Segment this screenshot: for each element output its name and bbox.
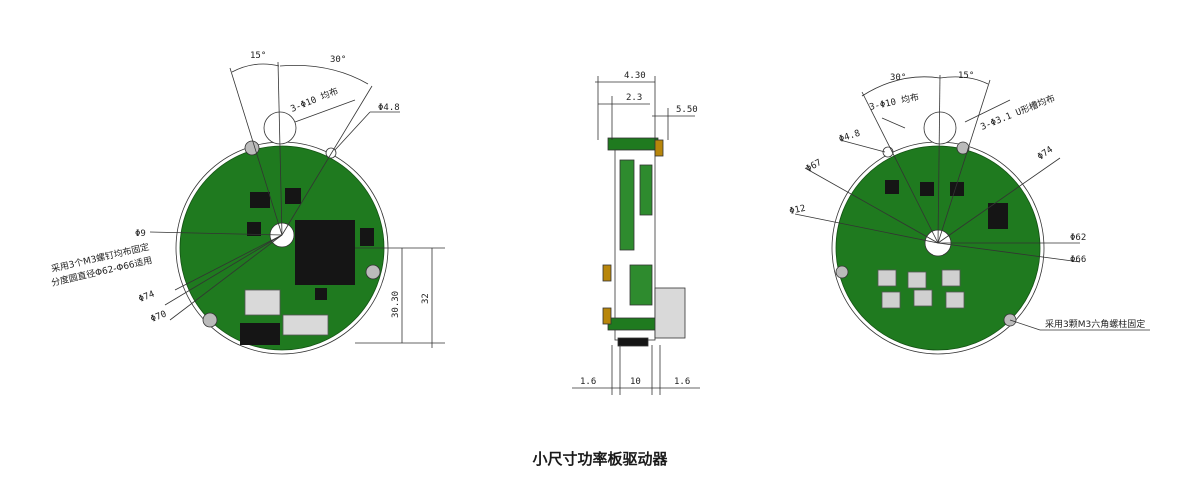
- side-view: [572, 76, 700, 395]
- front-connector: [244, 289, 281, 316]
- back-pad-2: [907, 271, 927, 289]
- back-ic-2: [920, 182, 934, 196]
- front-height-30: 30.30: [391, 291, 401, 318]
- front-d-70: Φ70: [149, 309, 168, 324]
- front-screw-3: [202, 312, 218, 328]
- side-bottom-left: 1.6: [580, 377, 596, 387]
- side-component-c: [629, 264, 653, 306]
- front-screw-2: [365, 264, 381, 280]
- front-ic-2: [285, 188, 301, 204]
- back-slot-note: 3-Φ3.1 U形槽均布: [979, 92, 1057, 133]
- front-screw-1: [244, 140, 260, 156]
- back-d-66: Φ66: [1070, 255, 1086, 265]
- back-pad-3: [941, 269, 961, 287]
- back-slot-1: [956, 141, 970, 155]
- front-small-hole: [325, 147, 337, 159]
- front-d-small: Φ4.8: [378, 103, 400, 113]
- front-ic-4: [360, 228, 374, 246]
- side-bottom-right: 1.6: [674, 377, 690, 387]
- side-component-b: [639, 164, 653, 216]
- front-angle-15: 15°: [250, 51, 266, 61]
- front-connector-2: [282, 314, 329, 336]
- back-pad-4: [881, 291, 901, 309]
- front-ic-5: [315, 288, 327, 300]
- back-angle-15: 15°: [958, 71, 974, 81]
- side-standoff-3: [654, 139, 664, 157]
- back-d-62: Φ62: [1070, 233, 1086, 243]
- side-width-top: 4.30: [624, 71, 646, 81]
- back-notch-hole: [923, 111, 957, 145]
- front-ic-3: [247, 222, 261, 236]
- side-standoff-2: [602, 264, 612, 282]
- front-d-center: Φ9: [135, 229, 146, 239]
- side-standoff-1: [602, 307, 612, 325]
- front-angle-30: 30°: [330, 55, 346, 65]
- back-ic-3: [950, 182, 964, 196]
- back-angle-30: 30°: [890, 73, 906, 83]
- back-ic-1: [885, 180, 899, 194]
- back-mosfet: [988, 203, 1008, 229]
- back-d-74: Φ74: [1036, 145, 1055, 163]
- front-ic-1: [250, 192, 270, 208]
- technical-drawing: 15° 30° 3-Φ10 均布 Φ4.8 Φ9 采用3个M3螺钉均布固定 分度…: [50, 51, 1150, 395]
- front-main-chip: [295, 220, 355, 285]
- side-connector: [654, 287, 686, 339]
- side-labels: 4.30 2.3 5.50 1.6 10 1.6: [580, 71, 698, 387]
- side-width-mid: 2.3: [626, 93, 642, 103]
- back-d-67: Φ67: [805, 158, 824, 175]
- back-pad-5: [913, 289, 933, 307]
- back-hole-note: 3-Φ10 均布: [868, 91, 920, 113]
- side-bottom-board: [607, 317, 659, 331]
- back-pad-1: [877, 269, 897, 287]
- side-bottom-mid: 10: [630, 377, 641, 387]
- side-component-a: [619, 159, 635, 251]
- side-base: [617, 337, 649, 347]
- front-view: [149, 61, 445, 355]
- front-d-74: Φ74: [137, 289, 156, 304]
- figure-caption: 小尺寸功率板驱动器: [532, 450, 668, 468]
- side-top-board: [607, 137, 659, 151]
- back-pad-6: [945, 291, 965, 309]
- back-view: [794, 74, 1150, 355]
- front-height-32: 32: [421, 293, 431, 304]
- back-note: 采用3颗M3六角螺柱固定: [1045, 318, 1145, 330]
- back-slot-2: [835, 265, 849, 279]
- back-d-12: Φ12: [789, 204, 807, 217]
- side-width-right: 5.50: [676, 105, 698, 115]
- front-hole-note: 3-Φ10 均布: [289, 85, 340, 115]
- front-power-block: [240, 323, 280, 345]
